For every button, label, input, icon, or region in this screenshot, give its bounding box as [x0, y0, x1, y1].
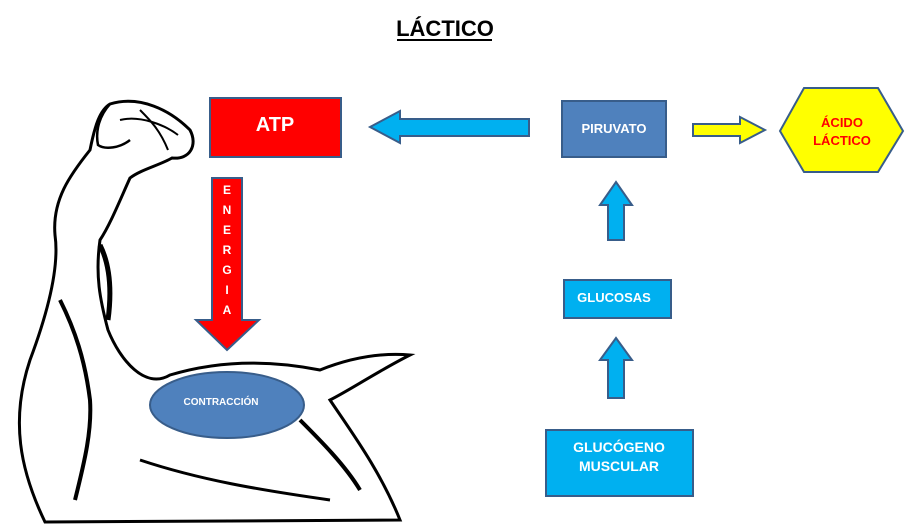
energy-letter: G	[222, 263, 231, 277]
forearm-shadow	[58, 299, 93, 501]
piruvato-label: PIRUVATO	[581, 121, 646, 136]
flexed-arm-illustration	[17, 99, 416, 524]
energy-down-arrow	[193, 177, 262, 352]
arm-outline	[17, 99, 416, 524]
glucogeno-label-line1: GLUCÓGENO	[573, 438, 665, 455]
triceps-shadow	[298, 418, 362, 492]
atp-box	[209, 97, 342, 158]
lower-arm-line	[139, 458, 331, 502]
energy-letter: R	[223, 243, 232, 257]
up-arrow-glucosas-to-piruvato	[598, 180, 634, 241]
glucogeno-muscular-box	[545, 429, 694, 497]
acido-label-line2: LÁCTICO	[813, 133, 871, 148]
energy-letter: I	[225, 283, 228, 297]
wrist-shadow	[97, 243, 113, 321]
glucogeno-label-line2: MUSCULAR	[579, 458, 659, 474]
glucosas-label: GLUCOSAS	[577, 290, 651, 305]
atp-label: ATP	[256, 114, 295, 136]
up-arrow-glucogeno-to-glucosas	[598, 336, 634, 399]
left-arrow-piruvato-to-atp	[367, 109, 530, 145]
glucosas-box	[563, 279, 672, 319]
acido-label-line1: ÁCIDO	[821, 115, 863, 130]
energy-letter: N	[223, 203, 232, 217]
contraction-label: CONTRACCIÓN	[184, 395, 259, 408]
fist-fold	[95, 103, 131, 149]
right-arrow-to-acido	[692, 115, 768, 145]
energy-letter: E	[223, 183, 231, 197]
acido-lactico-hexagon	[778, 87, 905, 173]
contraction-ellipse	[149, 371, 305, 439]
finger-line	[139, 109, 169, 151]
piruvato-box	[561, 100, 667, 158]
energy-letter: A	[223, 303, 232, 317]
energy-letter: E	[223, 223, 231, 237]
diagram-title: LÁCTICO	[396, 16, 494, 41]
